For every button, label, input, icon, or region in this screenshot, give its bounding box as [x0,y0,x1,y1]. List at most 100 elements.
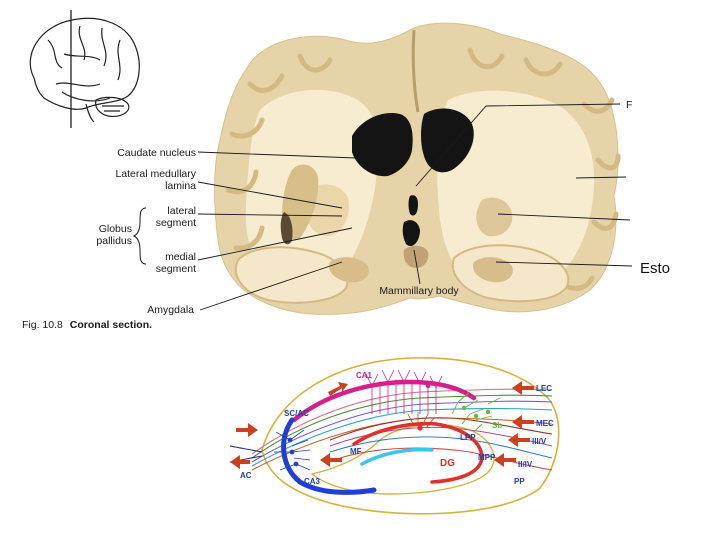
thumbnail-temporal-lobe [61,91,111,102]
dg-soma [417,425,423,431]
leader-top-right [415,103,621,187]
thumbnail-cerebellum [95,96,130,117]
arrow-lec [512,381,534,395]
gyrus-path-4 [225,169,259,195]
label-mec: MEC [536,419,554,428]
left-lateral-ventricle [352,112,413,177]
label-ii-iv: II/IV [518,460,533,469]
ca3-soma-1 [287,437,293,443]
gyrus-path-10 [591,211,619,231]
sb-soma-1 [461,405,467,411]
ca1-cell-tufts [365,369,443,389]
pp-fiber-3 [251,400,553,463]
gyrus-path-1 [247,73,285,93]
ca1-cell-bodies [377,379,431,389]
white-matter-right [437,90,595,293]
label-lec: LEC [536,384,552,393]
ca3-cell-bodies [287,437,299,467]
dentate-outline [310,423,495,495]
ca3-soma-2 [289,449,295,455]
thumbnail-brainstem [85,103,95,123]
ca1-soma-1 [377,381,383,387]
label-lateral-1: lateral [167,205,196,217]
arrow-ca1-in [328,382,348,396]
label-lml-1: Lateral medullary [115,168,196,180]
label-globus-1: Globus [99,223,132,235]
coronal-section-image [214,22,621,315]
sb-soma-2 [473,413,479,419]
label-iii-v: III/V [532,437,547,446]
gyrus-path-2 [297,53,333,73]
label-sc-ac: SC/AC [284,409,309,418]
subiculum-cells [451,391,501,433]
gyrus-path-5 [233,225,265,251]
label-dg: DG [440,458,455,469]
pathway-arrows [230,381,534,469]
ca1-soma-3 [409,379,415,385]
brain-labels: Caudate nucleus Lateral medullary lamina… [96,99,632,316]
leader-right-1 [575,176,627,179]
leader-medial [197,227,353,261]
pp-fiber-8 [329,436,553,459]
label-lpp: LPP [460,433,476,442]
label-amygdala: Amygdala [147,304,194,316]
mammillary-body [403,245,429,268]
third-ventricle-lower [402,220,420,247]
gyrus-path-8 [581,97,615,114]
leader-esto [495,261,633,267]
ca1-band [291,379,477,423]
ca3-cell-dendrites [274,429,311,471]
subiculum-cell-bodies [461,405,491,419]
globus-brace [132,207,147,265]
gyrus-path-6 [467,47,505,69]
label-sb: Sb [492,421,502,430]
pp-fiber-4 [251,407,553,467]
internal-capsule-dark [280,212,293,245]
label-pp: PP [514,477,525,486]
top-right-cut-label: F [626,99,632,111]
hippocampus-right [473,257,513,283]
cyan-band [360,447,434,466]
pp-fiber-9 [339,447,553,471]
arrow-mec [512,415,534,429]
hippocampus-outer-outline [261,357,560,515]
leader-lml [197,181,343,209]
label-mpp: MPP [478,453,496,462]
ca3-pyramidal-cells [274,429,311,471]
longitudinal-fissure [411,29,420,113]
caption-title: Coronal section. [70,319,152,331]
leader-lateral [197,213,343,217]
thalamus-right [476,197,513,237]
arrow-ac-in [236,423,258,437]
figure-caption: Fig. 10.8 Coronal section. [22,319,152,331]
label-globus-2: pallidus [96,235,132,247]
ca1-soma-2 [393,379,399,385]
label-ca3: CA3 [304,477,321,486]
right-lateral-ventricle [421,108,474,173]
leader-amygdala [199,261,343,311]
label-lateral-2: segment [156,217,196,229]
sb-cell-dendrites [451,391,501,433]
brain-leader-lines [197,103,633,311]
dg-cell-dendrites [407,412,435,429]
gyrus-path-7 [523,57,563,77]
label-mammillary: Mammillary body [379,285,459,297]
thumbnail-cerebrum-outline [29,17,140,110]
label-medial-1: medial [165,251,196,263]
hippocampus-diagram: CA1 CA3 DG SC/AC MF LPP MPP AC PP Sb LEC… [229,357,560,515]
gyrus-path-3 [229,117,265,139]
ca3-soma-3 [293,461,299,467]
label-mf: MF [350,447,362,456]
third-ventricle [408,195,418,216]
dg-band [352,421,484,484]
putamen-left [282,164,319,240]
label-medial-2: segment [156,263,196,275]
thumbnail-sulci [47,25,121,87]
label-caudate: Caudate nucleus [117,147,196,159]
arrow-mf [320,453,342,467]
label-lml-2: lamina [165,180,196,192]
arrow-ac-out [230,455,250,469]
ca3-band [281,417,377,495]
sb-soma-3 [485,409,491,415]
arrow-ii-iv [494,453,516,467]
